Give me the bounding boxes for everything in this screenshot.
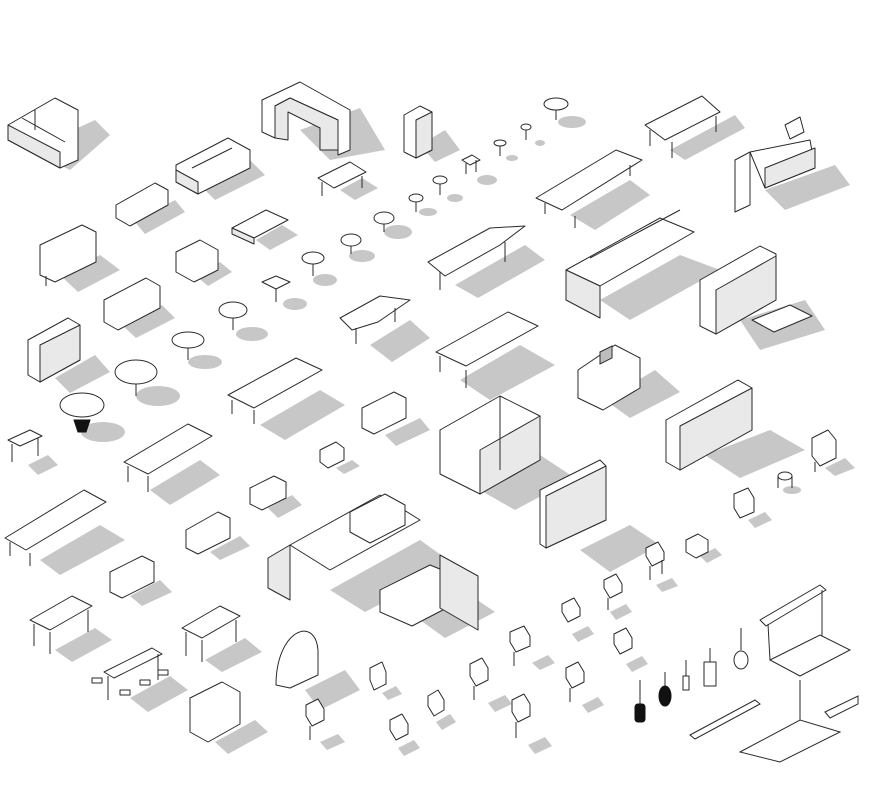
bench-desking <box>565 209 720 320</box>
lounge-chair <box>175 239 232 286</box>
side-chair-2 <box>389 713 420 756</box>
hutch-workstation <box>539 459 660 572</box>
bistro-table-1 <box>301 251 337 286</box>
stool-round-2 <box>408 193 437 216</box>
oval-table <box>339 295 430 362</box>
bistro-table-2 <box>261 275 307 310</box>
round-table-2 <box>340 233 375 262</box>
standing-desk <box>181 605 262 672</box>
desk-with-pedestal <box>189 681 268 754</box>
privacy-screen-pod <box>275 630 360 710</box>
stool-small <box>520 123 545 146</box>
bookcase-low <box>185 511 250 560</box>
round-table-3 <box>218 301 268 341</box>
reception-desk <box>261 81 385 160</box>
bar-table-with-stools <box>91 647 188 712</box>
cluster-workstation <box>577 344 680 418</box>
side-table-round <box>543 97 586 128</box>
rectangular-table <box>123 423 220 505</box>
stool-small-2 <box>493 139 518 161</box>
storage-credenza <box>109 555 172 606</box>
stool-round-1 <box>432 175 463 202</box>
black-pedestal-table <box>59 392 125 442</box>
storage-wall <box>699 245 825 350</box>
bar-stool-tall-1 <box>645 541 678 592</box>
pendant-lights <box>634 628 749 723</box>
benching-cluster-screens <box>267 493 455 612</box>
cafe-table <box>461 154 497 185</box>
lounge-chair-shell <box>811 429 855 476</box>
conference-table-long <box>535 149 650 230</box>
high-back-lounge <box>39 224 120 292</box>
round-table-large <box>114 359 180 406</box>
bar-stool-5 <box>565 661 604 713</box>
long-table <box>644 95 745 160</box>
coffee-table <box>317 161 378 200</box>
overhead-canopy <box>759 584 852 677</box>
bar-stool-3 <box>469 657 512 712</box>
cubicle-l-desk <box>379 554 495 638</box>
private-office-suite <box>665 379 805 478</box>
loveseat <box>115 182 185 234</box>
floor-box <box>685 533 722 563</box>
round-table-1 <box>373 211 412 239</box>
task-chair-3 <box>613 627 648 672</box>
side-chair-1 <box>305 698 345 750</box>
guest-chair-1 <box>369 661 402 700</box>
training-table <box>435 311 555 400</box>
sofa-2-seat <box>103 277 175 338</box>
linear-light-fixture <box>689 680 859 763</box>
tall-cabinet <box>403 105 460 162</box>
round-table-4 <box>171 331 222 369</box>
drum-stool <box>777 471 801 494</box>
phone-booth-chair <box>27 317 110 393</box>
task-chair-2 <box>561 597 594 642</box>
conference-table-2 <box>4 489 125 575</box>
cafe-table-high <box>29 595 112 662</box>
boat-conference-table <box>427 225 545 298</box>
sectional-sofa <box>7 97 110 170</box>
long-bench-table <box>227 357 345 440</box>
credenza <box>361 391 430 446</box>
bench-seat <box>319 441 360 474</box>
workstation-hutch <box>734 116 850 213</box>
bar-stool-tall-2 <box>603 573 632 620</box>
task-chair-1 <box>733 487 772 528</box>
ottoman-bench <box>231 209 298 250</box>
square-side-table <box>7 429 58 475</box>
bar-stool-4 <box>509 625 555 670</box>
bar-stool-6 <box>511 693 552 754</box>
side-chair-3 <box>427 689 456 730</box>
sofa-3-seat <box>175 137 265 200</box>
small-cabinet <box>249 475 302 518</box>
cubicle-cluster <box>439 395 575 510</box>
